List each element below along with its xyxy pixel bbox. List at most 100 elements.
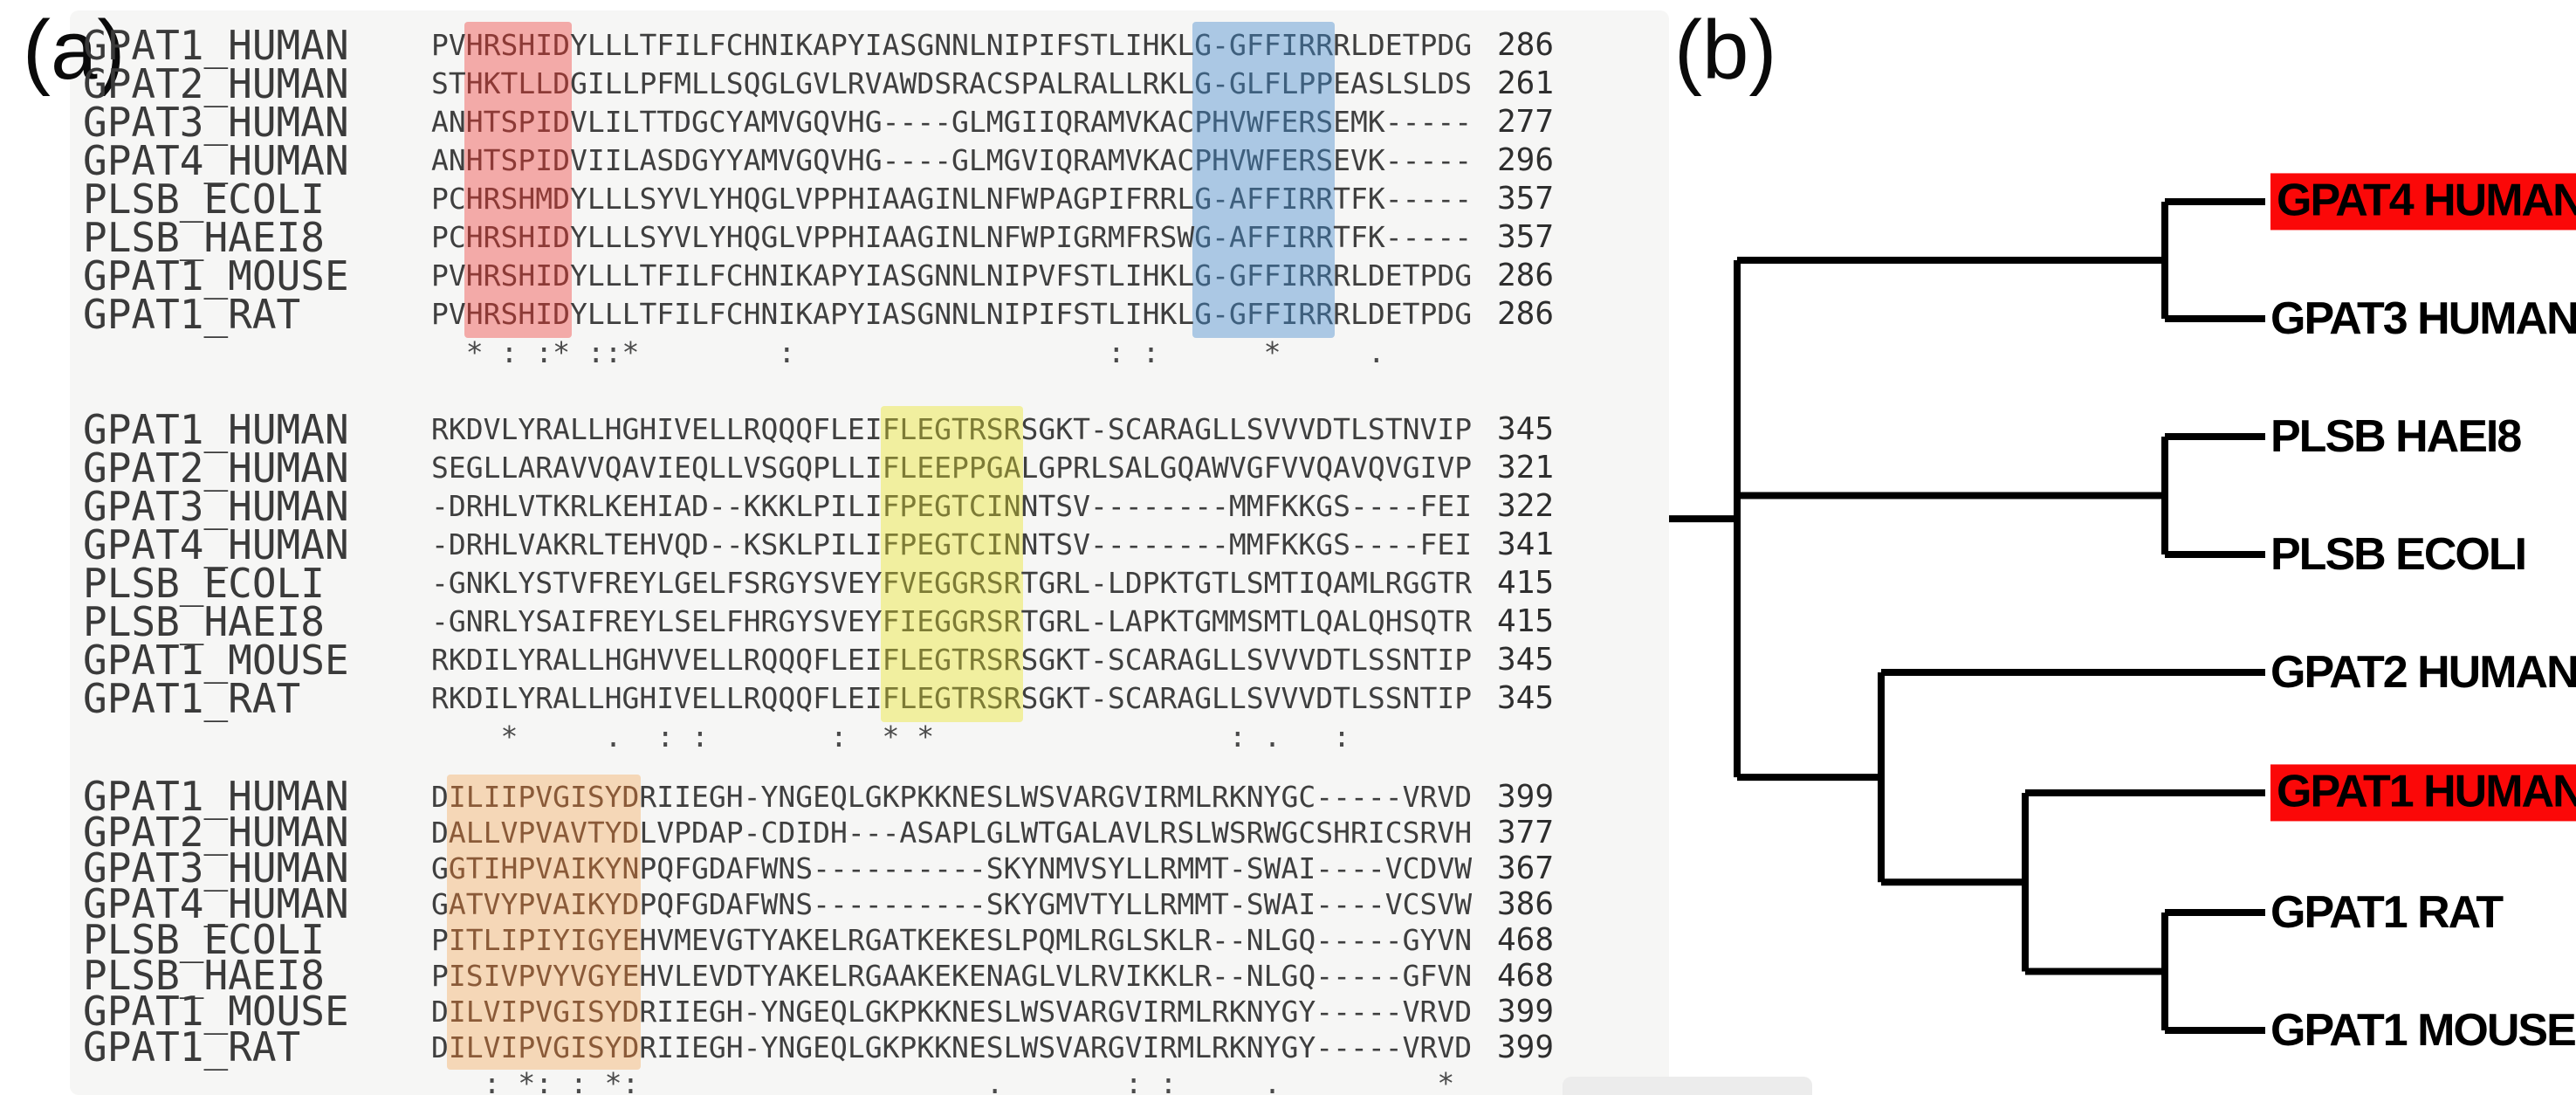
sequence-label: GPAT3_HUMAN — [83, 844, 349, 892]
sequence-text: DALLVPVAVTYDLVPDAP-CDIDH---ASAPLGLWTGALA… — [431, 816, 1473, 850]
sequence-label: GPAT4_HUMAN — [83, 137, 349, 184]
sequence-label: GPAT3_HUMAN — [83, 99, 349, 146]
sequence-text: RKDILYRALLHGHIVELLRQQQFLEIFLEGTRSRSGKT-S… — [431, 681, 1473, 715]
residue-number: 357 — [1496, 181, 1554, 217]
sequence-label: PLSB_HAEI8 — [83, 952, 325, 999]
sequence-text: -GNKLYSTVFREYLGELFSRGYSVEYFVEGGRSRTGRL-L… — [431, 566, 1473, 600]
residue-number: 341 — [1496, 527, 1554, 562]
sequence-text: GATVYPVAIKYDPQFGDAFWNS----------SKYGMVTY… — [431, 887, 1473, 921]
sequence-text: DILIIPVGISYDRIIEGH-YNGEQLGKPKKNESLWSVARG… — [431, 780, 1473, 814]
alignment-row: GPAT3_HUMAN -DRHLVTKRLKEHIAD--KKKLPILIFPE… — [0, 483, 1667, 530]
sequence-label: PLSB_HAEI8 — [83, 214, 325, 261]
tree-leaf-label: GPAT1 RAT — [2270, 886, 2504, 938]
sequence-label: PLSB_HAEI8 — [83, 598, 325, 645]
panel-a-label: (a) — [23, 3, 126, 97]
alignment-row: GPAT2_HUMAN DALLVPVAVTYDLVPDAP-CDIDH---AS… — [0, 809, 1667, 856]
alignment-row: PLSB_HAEI8 PCHRSHIDYLLLSYVLYHQGLVPPHIAAGI… — [0, 214, 1667, 261]
alignment-row: GPAT4_HUMAN -DRHLVAKRLTEHVQD--KSKLPILIFPE… — [0, 521, 1667, 568]
residue-number: 399 — [1496, 1030, 1554, 1065]
residue-number: 286 — [1496, 258, 1554, 293]
alignment-row: PLSB_ECOLI PCHRSHMDYLLLSYVLYHQGLVPPHIAAGI… — [0, 176, 1667, 223]
conservation-row: : *: : *: . : : . * — [0, 1065, 1667, 1095]
sequence-label: GPAT1_MOUSE — [83, 988, 349, 1035]
sequence-text: DILVIPVGISYDRIIEGH-YNGEQLGKPKKNESLWSVARG… — [431, 995, 1473, 1029]
conservation-line: * : :* ::* : : : * . — [431, 335, 1473, 369]
sequence-label: GPAT4_HUMAN — [83, 521, 349, 568]
sequence-label: GPAT1_RAT — [83, 1023, 301, 1071]
sequence-label: GPAT1_RAT — [83, 675, 301, 722]
alignment-block-3: GPAT1_HUMAN DILIIPVGISYDRIIEGH-YNGEQLGKPK… — [0, 773, 1667, 1095]
alignment-block-2: GPAT1_HUMAN RKDVLYRALLHGHIVELLRQQQFLEIFLE… — [0, 406, 1667, 756]
tree-branches — [1669, 198, 2265, 1034]
residue-number: 386 — [1496, 886, 1554, 922]
alignment-row: GPAT1_HUMAN DILIIPVGISYDRIIEGH-YNGEQLGKPK… — [0, 773, 1667, 820]
alignment-row: GPAT4_HUMAN GATVYPVAIKYDPQFGDAFWNS-------… — [0, 880, 1667, 927]
tree-leaf-label: GPAT1 MOUSE — [2270, 1004, 2576, 1056]
sequence-text: PVHRSHIDYLLLTFILFCHNIKAPYIASGNNLNIPIFSTL… — [431, 28, 1473, 62]
sequence-text: SEGLLARAVVQAVIEQLLVSGQPLLIFLEEPPGALGPRLS… — [431, 451, 1473, 485]
sequence-text: ANHTSPIDVLILTTDGCYAMVGQVHG----GLMGIIQRAM… — [431, 105, 1473, 139]
alignment-panel-background — [70, 10, 1669, 1095]
tree-leaf-label-highlighted: GPAT4 HUMAN — [2270, 173, 2576, 231]
sequence-text: RKDILYRALLHGHVVELLRQQQFLEIFLEGTRSRSGKT-S… — [431, 643, 1473, 677]
residue-number: 377 — [1496, 815, 1554, 851]
residue-number: 286 — [1496, 27, 1554, 63]
tree-leaf-label: GPAT3 HUMAN — [2270, 293, 2576, 344]
alignment-row: PLSB_HAEI8-GNRLYSAIFREYLSELFHRGYSVEYFIEG… — [0, 598, 1667, 645]
sequence-text: ANHTSPIDVIILASDGYYAMVGQVHG----GLMGVIQRAM… — [431, 143, 1473, 177]
sequence-label: PLSB_ECOLI — [83, 176, 325, 223]
sequence-text: -DRHLVTKRLKEHIAD--KKKLPILIFPEGTCINNTSV--… — [431, 489, 1473, 523]
highlight-motif-gffirr-blue — [1192, 22, 1336, 338]
alignment-row: GPAT1_HUMAN PVHRSHIDYLLLTFILFCHNIKAPYIASG… — [0, 22, 1667, 69]
sequence-label: GPAT1_HUMAN — [83, 773, 349, 820]
alignment-row: GPAT1_RAT DILVIPVGISYDRIIEGH-YNGEQLGKPKKN… — [0, 1023, 1667, 1071]
residue-number: 296 — [1496, 142, 1554, 178]
panel-b-label: (b) — [1674, 3, 1777, 97]
residue-number: 468 — [1496, 958, 1554, 994]
alignment-row: GPAT2_HUMAN STHKTLLDGILLPFMLLSQGLGVLRVAWD… — [0, 60, 1667, 107]
sequence-label: PLSB_ECOLI — [83, 560, 325, 607]
highlight-motif-hrshid-red — [464, 22, 572, 338]
sequence-label: GPAT3_HUMAN — [83, 483, 349, 530]
conservation-row: * . : : : * * : . : — [0, 718, 1667, 756]
sequence-text: DILVIPVGISYDRIIEGH-YNGEQLGKPKKNESLWSVARG… — [431, 1030, 1473, 1064]
sequence-label: GPAT4_HUMAN — [83, 880, 349, 927]
residue-number: 415 — [1496, 565, 1554, 601]
highlight-motif-flegtrsr-yellow — [880, 406, 1023, 722]
sequence-text: PCHRSHMDYLLLSYVLYHQGLVPPHIAAGINLNFWPAGPI… — [431, 182, 1473, 216]
residue-number: 399 — [1496, 779, 1554, 815]
residue-number: 277 — [1496, 104, 1554, 140]
alignment-row: GPAT1_MOUSE DILVIPVGISYDRIIEGH-YNGEQLGKPK… — [0, 988, 1667, 1035]
sequence-text: -DRHLVAKRLTEHVQD--KSKLPILIFPEGTCINNTSV--… — [431, 527, 1473, 561]
residue-number: 345 — [1496, 411, 1554, 447]
residue-number: 415 — [1496, 603, 1554, 639]
residue-number: 321 — [1496, 450, 1554, 486]
sequence-text: STHKTLLDGILLPFMLLSQGLGVLRVAWDSRACSPALRAL… — [431, 66, 1473, 100]
sequence-label: GPAT1_HUMAN — [83, 22, 349, 69]
sequence-label: PLSB_ECOLI — [83, 916, 325, 963]
alignment-row: GPAT1_RAT RKDILYRALLHGHIVELLRQQQFLEIFLEGT… — [0, 675, 1667, 722]
sequence-label: GPAT1_RAT — [83, 291, 301, 338]
sequence-text: PVHRSHIDYLLLTFILFCHNIKAPYIASGNNLNIPIFSTL… — [431, 297, 1473, 331]
residue-number: 322 — [1496, 488, 1554, 524]
residue-number: 286 — [1496, 296, 1554, 332]
sequence-text: PITLIPIYIGYEHVMEVGTYAKELRGATKEKESLPQMLRG… — [431, 923, 1473, 957]
alignment-row: PLSB_ECOLI PITLIPIYIGYEHVMEVGTYAKELRGATKE… — [0, 916, 1667, 963]
highlight-motif-ipvgisyd-orange — [446, 775, 642, 1070]
sequence-text: RKDVLYRALLHGHIVELLRQQQFLEIFLEGTRSRSGKT-S… — [431, 412, 1473, 446]
sequence-label: GPAT1_HUMAN — [83, 406, 349, 453]
residue-number: 357 — [1496, 219, 1554, 255]
sequence-text: PCHRSHIDYLLLSYVLYHQGLVPPHIAAGINLNFWPIGRM… — [431, 220, 1473, 254]
alignment-row: PLSB_ECOLI -GNKLYSTVFREYLGELFSRGYSVEYFVEG… — [0, 560, 1667, 607]
residue-number: 468 — [1496, 922, 1554, 958]
sequence-label: GPAT2_HUMAN — [83, 60, 349, 107]
sequence-label: GPAT2_HUMAN — [83, 809, 349, 856]
residue-number: 399 — [1496, 994, 1554, 1030]
